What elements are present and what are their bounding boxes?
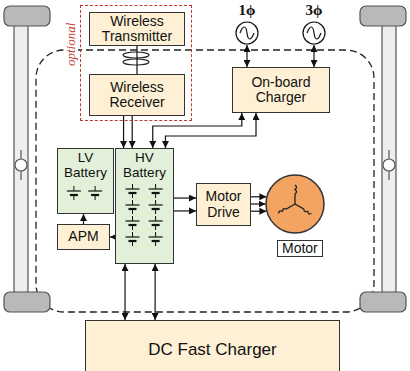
connector bbox=[247, 45, 248, 67]
connector-line bbox=[251, 211, 266, 212]
source-circle bbox=[303, 22, 325, 44]
vehicle-outline bbox=[36, 50, 374, 312]
ac-source: 1ϕ bbox=[232, 1, 262, 45]
wheel bbox=[360, 6, 406, 26]
stator bbox=[266, 175, 324, 233]
sine-wave bbox=[307, 27, 321, 39]
phase-label: 3ϕ bbox=[299, 1, 329, 19]
connector bbox=[83, 214, 84, 224]
box-label: Wireless Transmitter bbox=[93, 14, 181, 44]
coil bbox=[123, 59, 149, 65]
left-wheels bbox=[4, 6, 50, 312]
optional-group: optionalWireless TransmitterWireless Rec… bbox=[80, 5, 192, 121]
connector bbox=[251, 197, 266, 211]
process-box: Wireless Transmitter bbox=[89, 12, 185, 46]
connector-line bbox=[251, 196, 266, 197]
connector bbox=[137, 46, 138, 74]
battery-cell bbox=[126, 200, 140, 214]
winding bbox=[279, 204, 295, 214]
battery-cell bbox=[149, 232, 163, 246]
axle bbox=[14, 24, 28, 294]
box-label: DC Fast Charger bbox=[89, 341, 336, 359]
connector-line bbox=[174, 197, 196, 198]
axle-hub bbox=[15, 159, 27, 171]
wheel bbox=[360, 292, 406, 312]
ac-source-symbol bbox=[232, 21, 262, 45]
connector bbox=[314, 45, 315, 67]
motor-circle bbox=[265, 174, 325, 234]
box-label: Wireless Receiver bbox=[93, 80, 181, 110]
sine-wave bbox=[240, 27, 254, 39]
box-label: HV Battery bbox=[117, 151, 172, 180]
process-box: Wireless Receiver bbox=[89, 74, 185, 116]
connector-line bbox=[124, 264, 125, 320]
process-box: APM bbox=[57, 224, 110, 250]
connector bbox=[125, 264, 155, 320]
battery-cell bbox=[126, 232, 140, 246]
battery-box: HV Battery bbox=[115, 148, 174, 264]
connector bbox=[153, 113, 256, 148]
coil bbox=[123, 52, 149, 58]
winding bbox=[295, 185, 297, 204]
ac-source: 3ϕ bbox=[299, 1, 329, 45]
battery-box: LV Battery bbox=[57, 148, 114, 214]
box-label: Motor Drive bbox=[200, 189, 247, 219]
winding bbox=[295, 204, 311, 214]
phase-label: 1ϕ bbox=[232, 1, 262, 19]
connector-line bbox=[246, 45, 247, 67]
connector-line bbox=[83, 214, 84, 224]
optional-label: optional bbox=[64, 21, 78, 68]
wheel bbox=[4, 6, 50, 26]
motor-symbol: Motor bbox=[265, 174, 325, 234]
charger-box: DC Fast Charger bbox=[85, 320, 340, 371]
battery-cell bbox=[149, 216, 163, 230]
process-box: Motor Drive bbox=[196, 183, 251, 226]
source-circle bbox=[236, 22, 258, 44]
right-wheels bbox=[360, 6, 406, 312]
battery-cell bbox=[88, 186, 102, 200]
connector-line bbox=[251, 203, 266, 204]
ac-source-symbol bbox=[299, 21, 329, 45]
axle bbox=[382, 24, 396, 294]
connector-line bbox=[174, 210, 196, 211]
box-label: On-board Charger bbox=[236, 75, 326, 105]
wheel bbox=[4, 292, 50, 312]
battery-cell bbox=[126, 184, 140, 198]
connector-line bbox=[153, 113, 242, 148]
motor-label: Motor bbox=[277, 240, 323, 257]
connector-line bbox=[136, 46, 137, 74]
box-label: LV Battery bbox=[59, 151, 112, 180]
coupling-coils bbox=[123, 52, 149, 65]
connector-line bbox=[165, 113, 256, 148]
axle-hub bbox=[383, 159, 395, 171]
battery-cell bbox=[67, 186, 81, 200]
connector bbox=[174, 198, 196, 211]
battery-cell bbox=[149, 184, 163, 198]
battery-cell bbox=[126, 216, 140, 230]
process-box: On-board Charger bbox=[232, 67, 330, 113]
connector-line bbox=[313, 45, 314, 67]
box-label: APM bbox=[61, 229, 106, 244]
battery-cell bbox=[149, 200, 163, 214]
connector-line bbox=[155, 264, 156, 320]
